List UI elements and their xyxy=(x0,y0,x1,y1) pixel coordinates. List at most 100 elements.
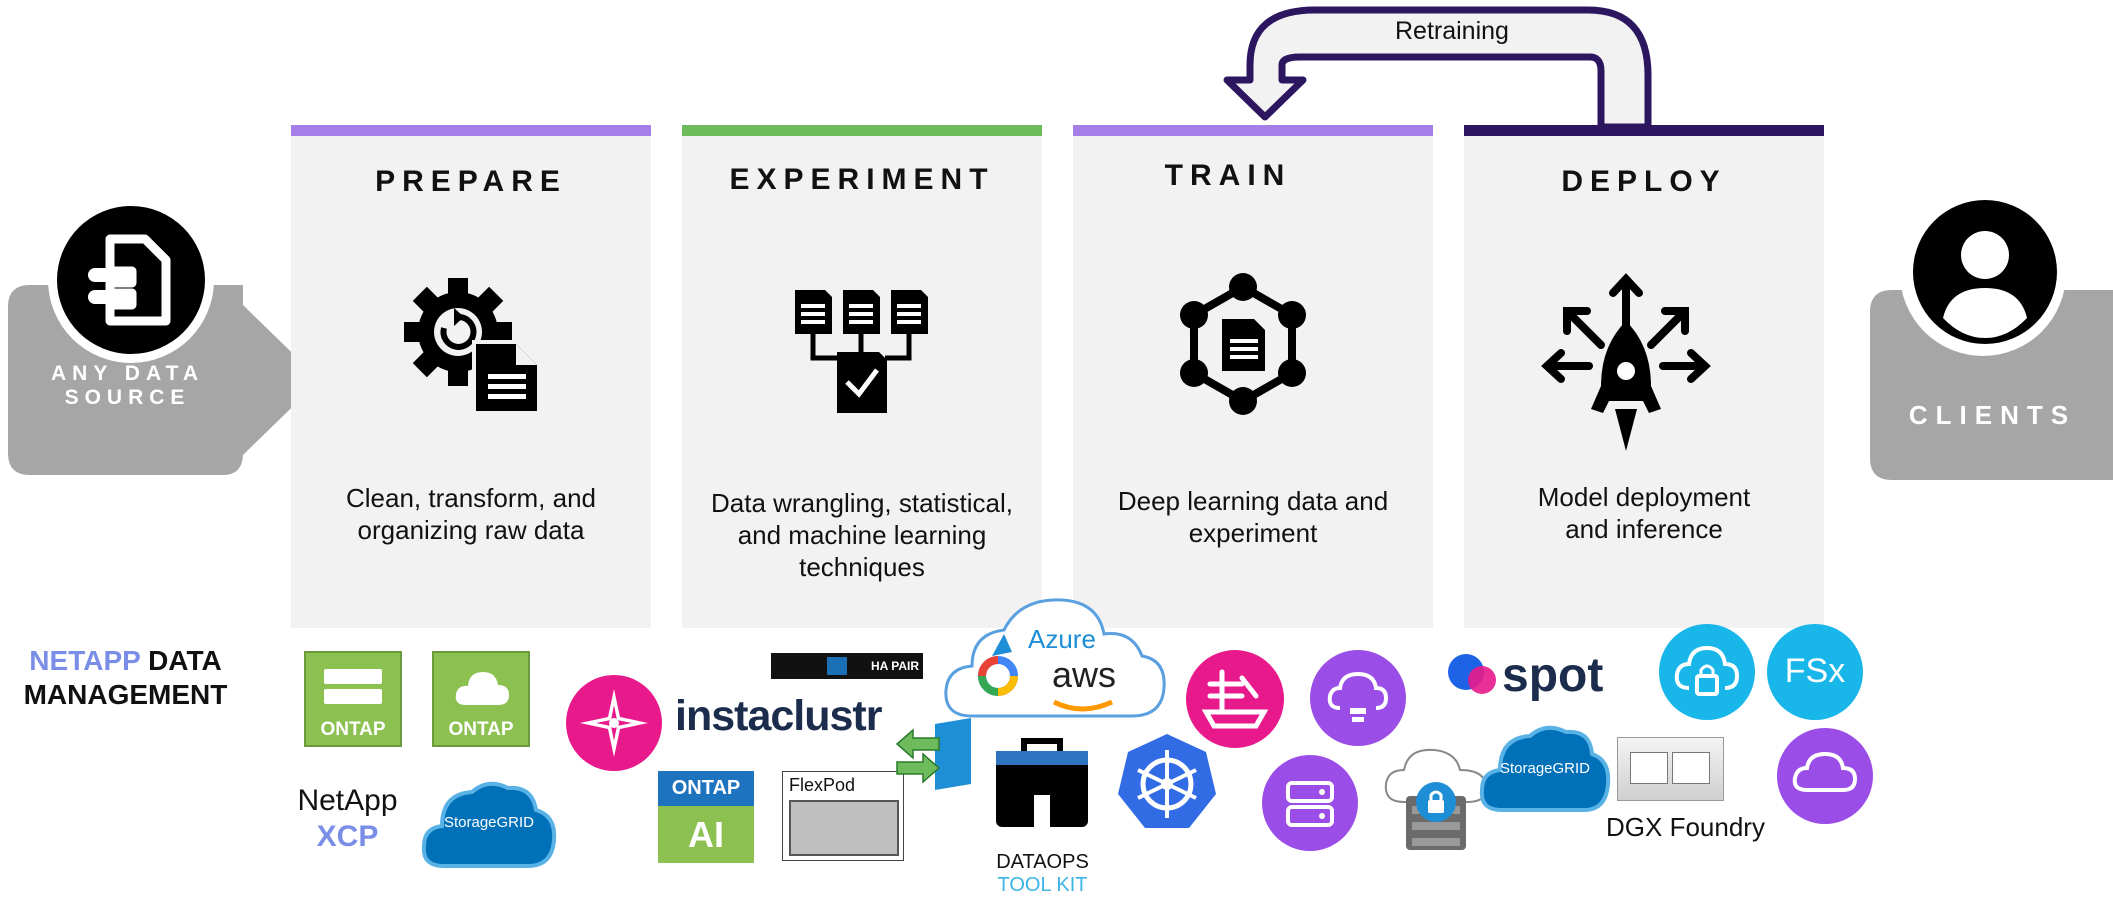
ship-icon xyxy=(1201,669,1269,729)
desc-line: organizing raw data xyxy=(357,515,585,545)
ha-pair-label: HA PAIR xyxy=(871,659,919,673)
data-word: DATA xyxy=(148,645,222,676)
ontap-logo-2: ONTAP xyxy=(432,651,530,747)
server-icon xyxy=(324,689,382,704)
stage-description: Data wrangling, statistical, and machine… xyxy=(692,487,1032,583)
xcp-line2: XCP xyxy=(316,820,379,853)
storagegrid-logo-2: StorageGRID xyxy=(1478,720,1612,818)
instaclustr-logo: instaclustr xyxy=(675,692,882,740)
dataops-line1: DATAOPS xyxy=(996,851,1089,873)
ha-pair-box xyxy=(827,657,847,675)
azure-label: Azure xyxy=(1028,624,1096,654)
server-stack-icon xyxy=(1286,781,1334,827)
cloud-providers-logo: Azure aws xyxy=(942,594,1168,720)
stage-bar xyxy=(682,125,1042,136)
desc-line: and inference xyxy=(1565,514,1723,544)
xcp-line1: NetApp xyxy=(297,784,398,817)
netapp-xcp-logo: NetApp XCP xyxy=(290,783,405,855)
storage-logo xyxy=(1262,755,1358,851)
ontap-label: ONTAP xyxy=(320,719,386,740)
desc-line: Clean, transform, and xyxy=(345,483,596,513)
storagegrid-cloud-icon xyxy=(1479,725,1611,812)
flexpod-rack xyxy=(789,800,899,856)
storagegrid-cloud-icon xyxy=(421,781,557,868)
ontap-ai-bottom: AI xyxy=(658,806,754,863)
dgx-image xyxy=(1617,737,1724,801)
spot-logo: spot xyxy=(1444,646,1624,706)
stage-train: TRAIN Deep learning data and experiment xyxy=(1073,125,1433,628)
merge-documents-icon xyxy=(795,290,928,413)
dgx-panel xyxy=(1672,752,1710,784)
data-management-label: NETAPP DATA MANAGEMENT xyxy=(18,644,233,712)
stage-title: PREPARE xyxy=(375,165,567,198)
stage-title: EXPERIMENT xyxy=(729,163,995,196)
desc-line: Deep learning data and xyxy=(1117,486,1389,516)
stage-experiment: EXPERIMENT Data wrangling, statistical, … xyxy=(682,125,1042,628)
lightbulb-cloud-logo xyxy=(1310,650,1406,746)
stage-bar xyxy=(291,125,651,136)
dataops-label: DATAOPS TOOL KIT xyxy=(980,851,1105,897)
document-icon xyxy=(57,206,205,354)
retraining-label: Retraining xyxy=(1395,17,1509,45)
clients-label: CLIENTS xyxy=(1908,400,2077,430)
stage-prepare: PREPARE Clean, transform, and organizing… xyxy=(291,125,651,628)
clients-shape xyxy=(1822,290,2113,480)
lightbulb-icon xyxy=(1327,671,1389,722)
briefcase-icon xyxy=(996,738,1088,827)
source-label-line1: ANY DATA xyxy=(51,362,204,385)
ontap-ai-logo: ONTAP AI xyxy=(658,771,754,863)
stage-bar xyxy=(1073,125,1433,136)
desc-line: Model deployment xyxy=(1537,482,1751,512)
kubernetes-icon xyxy=(1118,734,1216,828)
rocket-icon xyxy=(1541,273,1711,451)
fsx-logo: FSx xyxy=(1767,624,1863,720)
storagegrid-label: StorageGRID xyxy=(1499,760,1591,777)
source-label-line2: SOURCE xyxy=(64,386,191,409)
server-icon xyxy=(324,669,382,684)
cloud-icon xyxy=(1792,751,1858,792)
cloud-icon xyxy=(455,672,509,705)
spot-dots-icon xyxy=(1448,654,1496,694)
storagegrid-logo-1: StorageGRID xyxy=(420,776,558,874)
user-icon xyxy=(1913,200,2057,344)
aws-label: aws xyxy=(1052,654,1117,695)
retraining-arrow xyxy=(1223,6,1652,131)
purple-cloud-logo xyxy=(1777,728,1873,824)
clients-icon-circle xyxy=(1900,190,2066,356)
compass-star-icon xyxy=(580,689,648,757)
gear-document-icon xyxy=(404,278,541,415)
stage-bar xyxy=(1464,125,1824,136)
stage-description: Model deployment and inference xyxy=(1484,481,1804,545)
ontap-ai-top: ONTAP xyxy=(658,771,754,806)
dataops-line2: TOOL KIT xyxy=(997,874,1088,896)
flexpod-label: FlexPod xyxy=(789,775,856,795)
secure-cloud-server-icon xyxy=(1384,748,1488,850)
stage-title: DEPLOY xyxy=(1561,165,1727,198)
ontap-logo-1: ONTAP xyxy=(304,651,402,747)
ship-logo xyxy=(1186,650,1284,748)
source-icon-circle xyxy=(48,197,214,363)
ontap-label: ONTAP xyxy=(448,719,514,740)
desc-line: experiment xyxy=(1188,518,1318,548)
ha-pair-logo: HA PAIR xyxy=(771,653,923,679)
desc-line: techniques xyxy=(799,552,925,582)
desc-line: and machine learning xyxy=(737,520,987,550)
transfer-arrows-icon xyxy=(895,718,971,790)
spot-label: spot xyxy=(1502,649,1604,702)
compass-logo xyxy=(566,675,662,771)
source-label: ANY DATA SOURCE xyxy=(20,362,235,410)
desc-line: Data wrangling, statistical, xyxy=(710,488,1014,518)
stage-description: Deep learning data and experiment xyxy=(1093,485,1413,549)
dgx-panel xyxy=(1630,752,1668,784)
dgx-label: DGX Foundry xyxy=(1606,812,1765,842)
neural-network-icon xyxy=(1180,273,1306,415)
fsx-label: FSx xyxy=(1784,652,1846,690)
cloud-outline-icon xyxy=(944,598,1166,718)
flexpod-logo: FlexPod xyxy=(782,771,904,861)
cloud-lock-logo xyxy=(1659,624,1755,720)
stage-description: Clean, transform, and organizing raw dat… xyxy=(311,482,631,546)
cloud-lock-icon xyxy=(1674,645,1740,696)
netapp-word: NETAPP xyxy=(29,645,141,676)
management-word: MANAGEMENT xyxy=(23,679,228,710)
stage-title: TRAIN xyxy=(1164,159,1292,192)
